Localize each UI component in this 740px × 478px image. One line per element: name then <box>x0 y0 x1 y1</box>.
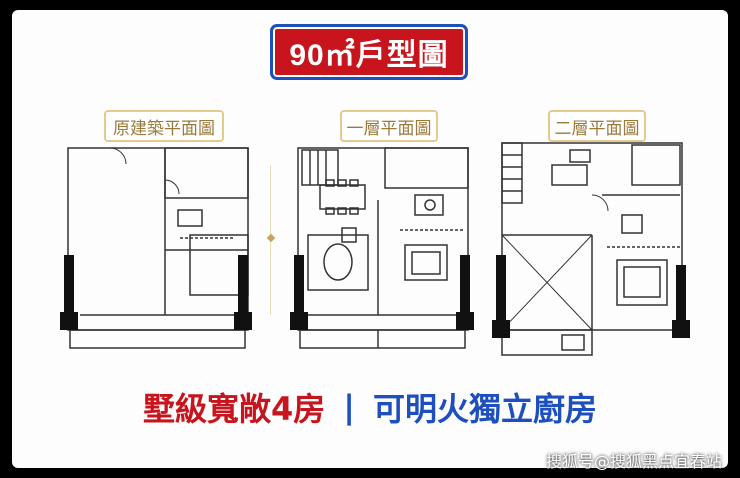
plan-label-first-floor: 一層平面圖 <box>340 110 438 142</box>
watermark-text: 搜狐号@搜狐黑点宜春站 <box>545 452 722 471</box>
floorplan-title-badge: 90㎡戶型圖 <box>270 24 468 80</box>
floorplan-second-floor-drawing <box>492 142 690 356</box>
floorplan-title-text: 90㎡戶型圖 <box>289 39 449 72</box>
plan-label-original: 原建築平面圖 <box>104 110 224 142</box>
floorplan-original-drawing <box>60 147 252 349</box>
headline-right-text: 可明火獨立廚房 <box>372 390 597 428</box>
plan-label-second-floor: 二層平面圖 <box>548 110 646 142</box>
headline-left-text: 墅級寬敞4房 <box>143 390 326 428</box>
headline-bar: 墅級寬敞4房 | 可明火獨立廚房 <box>0 382 740 432</box>
headline-separator: | <box>343 388 355 426</box>
floorplan-card <box>12 10 728 468</box>
floorplan-first-floor-drawing <box>290 147 474 349</box>
